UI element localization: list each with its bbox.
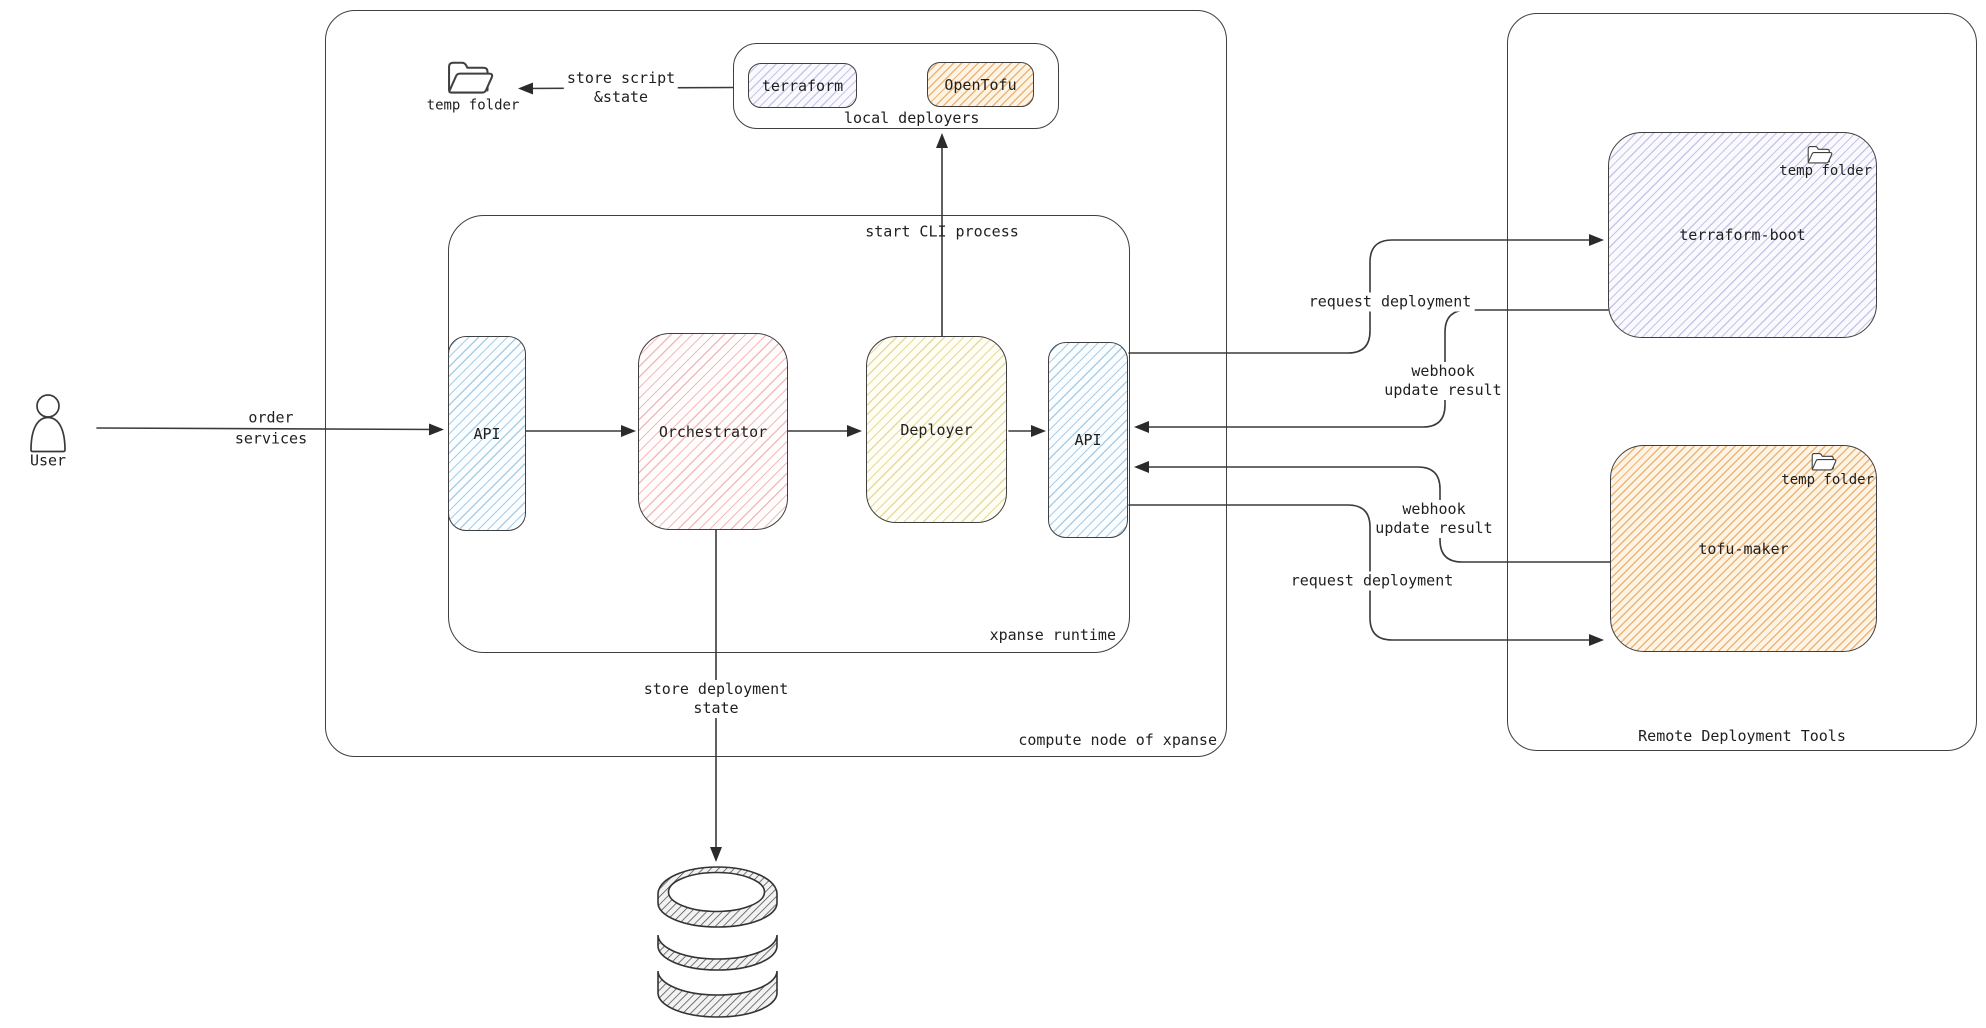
store-script-state-label: store script &state <box>563 69 679 107</box>
request-deployment-top-label: request deployment <box>1305 292 1475 312</box>
store-deployment-state-label: store deployment state <box>640 680 792 718</box>
node-api-out: API <box>1048 342 1128 538</box>
remote-tools-label: Remote Deployment Tools <box>1638 727 1846 745</box>
api-out-label: API <box>1074 431 1102 449</box>
compute-node-label: compute node of xpanse <box>1018 731 1217 749</box>
local-deployers-box: local deployers <box>733 43 1059 129</box>
terraform-boot-label: terraform-boot <box>1679 226 1806 244</box>
order-services-label-line2: services <box>234 429 308 448</box>
database-cylinder-icon <box>657 866 778 1018</box>
node-terraform: terraform <box>748 63 857 108</box>
webhook-update-result-top-label: webhook update result <box>1381 362 1505 400</box>
temp-folder-label: temp folder <box>426 97 520 114</box>
tofu-maker-label: tofu-maker <box>1698 539 1789 558</box>
terraform-label: terraform <box>761 76 844 95</box>
node-opentofu: OpenTofu <box>927 62 1034 107</box>
terraform-boot-temp-folder-label: temp folder <box>1779 163 1872 179</box>
opentofu-label: OpenTofu <box>944 75 1017 94</box>
webhook-update-result-bottom-label: webhook update result <box>1372 500 1496 538</box>
node-api-in: API <box>448 336 526 531</box>
user-label: User <box>29 451 67 470</box>
start-cli-process-label: start CLI process <box>865 222 1019 241</box>
node-terraform-boot: terraform-boot temp folder <box>1608 132 1877 338</box>
user-person-icon <box>30 394 66 453</box>
local-deployers-label: local deployers <box>844 109 980 127</box>
xpanse-runtime-label: xpanse runtime <box>989 626 1116 644</box>
node-orchestrator: Orchestrator <box>638 333 788 530</box>
request-deployment-bottom-label: request deployment <box>1287 571 1457 591</box>
node-tofu-maker: tofu-maker temp folder <box>1610 445 1877 652</box>
node-deployer: Deployer <box>866 336 1007 523</box>
tofu-maker-temp-folder-label: temp folder <box>1781 472 1874 488</box>
xpanse-runtime-box: xpanse runtime <box>448 215 1130 653</box>
api-in-label: API <box>473 424 501 443</box>
deployer-label: Deployer <box>900 420 973 439</box>
order-services-label-line1: order <box>248 408 294 427</box>
orchestrator-label: Orchestrator <box>658 422 768 441</box>
